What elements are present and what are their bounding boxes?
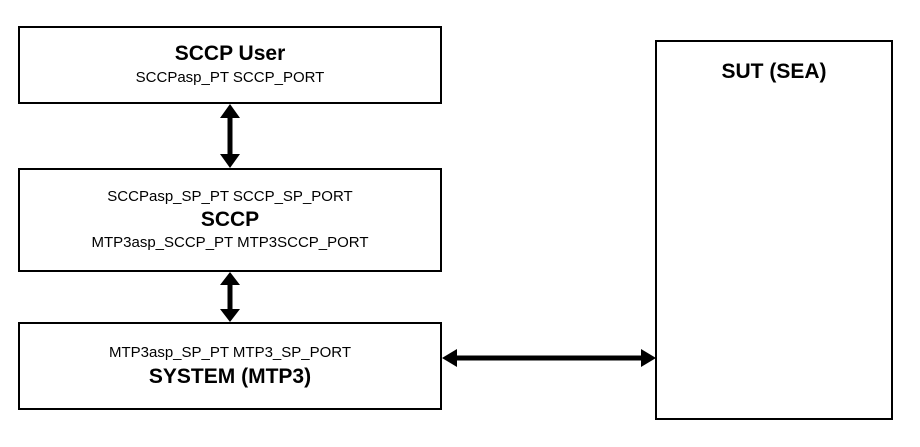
node-system-mtp3: MTP3asp_SP_PT MTP3_SP_PORT SYSTEM (MTP3): [18, 322, 442, 410]
node-sccp-ports-top: SCCPasp_SP_PT SCCP_SP_PORT: [107, 188, 353, 206]
node-sccp-user-title: SCCP User: [174, 42, 286, 66]
node-sccp-user: SCCP User SCCPasp_PT SCCP_PORT: [18, 26, 442, 104]
node-sut-title: SUT (SEA): [721, 60, 827, 83]
node-system-mtp3-title: SYSTEM (MTP3): [148, 365, 312, 389]
node-sut: SUT (SEA): [655, 40, 893, 420]
node-sccp-title: SCCP: [200, 207, 260, 231]
node-sccp: SCCPasp_SP_PT SCCP_SP_PORT SCCP MTP3asp_…: [18, 168, 442, 272]
arrow-system-mtp3-to-sut: [442, 345, 656, 371]
node-sccp-user-ports: SCCPasp_PT SCCP_PORT: [135, 69, 325, 87]
arrow-sccp-to-system-mtp3: [214, 272, 246, 322]
arrow-sccp-user-to-sccp: [214, 104, 246, 168]
node-sccp-ports-bottom: MTP3asp_SCCP_PT MTP3SCCP_PORT: [91, 234, 369, 252]
node-system-mtp3-ports: MTP3asp_SP_PT MTP3_SP_PORT: [108, 343, 352, 361]
